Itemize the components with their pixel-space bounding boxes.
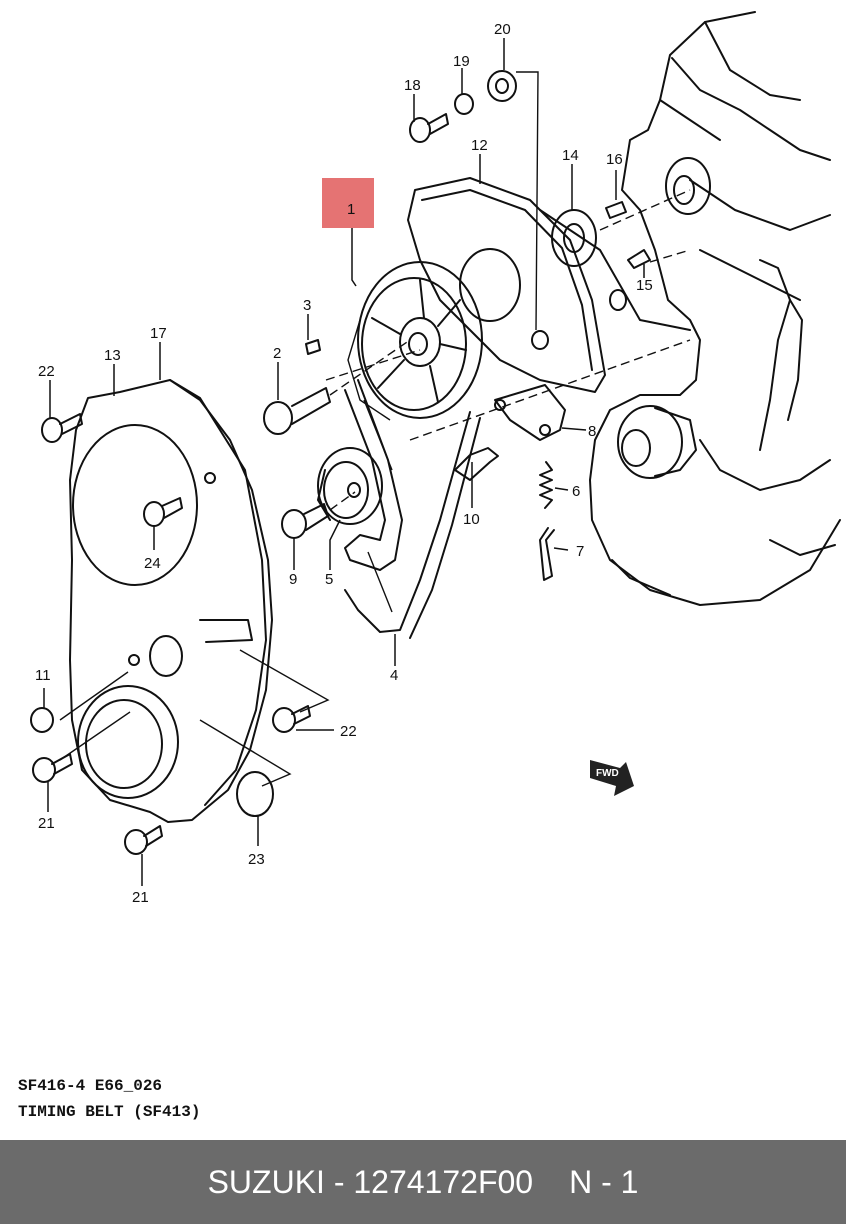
inner-cover-drawing xyxy=(407,177,691,393)
diagram-reference-code: SF416-4 E66_026 xyxy=(18,1077,163,1095)
callout-12: 12 xyxy=(471,137,488,154)
footer-page-indicator: N - 1 xyxy=(569,1163,639,1200)
engine-block-drawing xyxy=(589,11,841,606)
camshaft-pulley-drawing xyxy=(347,261,483,421)
callout-19: 19 xyxy=(453,53,470,70)
leader-lines xyxy=(43,38,645,886)
callout-18: 18 xyxy=(404,77,421,94)
part-number-footer: SUZUKI - 1274172F00 N - 1 xyxy=(0,1140,846,1224)
callout-21-left: 21 xyxy=(38,815,55,832)
callout-21-bottom: 21 xyxy=(132,889,149,906)
callout-22-right: 22 xyxy=(340,723,357,740)
callout-7: 7 xyxy=(576,543,584,560)
callout-22-top: 22 xyxy=(38,363,55,380)
exploded-parts-diagram: FWD 1 2 3 4 5 6 xyxy=(30,11,841,906)
callout-15: 15 xyxy=(636,277,653,294)
callout-8: 8 xyxy=(588,423,596,440)
callout-20: 20 xyxy=(494,21,511,38)
callout-24: 24 xyxy=(144,555,161,572)
callout-3: 3 xyxy=(303,297,311,314)
highlight-box-part-1 xyxy=(322,178,374,228)
callout-17: 17 xyxy=(150,325,167,342)
callout-11: 11 xyxy=(35,667,51,684)
callout-2: 2 xyxy=(273,345,281,362)
callout-10: 10 xyxy=(463,511,480,528)
callout-16: 16 xyxy=(606,151,623,168)
callout-labels: 1 2 3 4 5 6 7 8 9 10 11 12 13 14 15 16 1… xyxy=(35,21,653,906)
callout-5: 5 xyxy=(325,571,333,588)
diagram-reference-title: TIMING BELT (SF413) xyxy=(18,1103,201,1121)
tensioner-pulley-drawing xyxy=(317,447,383,525)
callout-13: 13 xyxy=(104,347,121,364)
callout-1: 1 xyxy=(347,201,355,218)
callout-6: 6 xyxy=(572,483,580,500)
outer-cover-drawing xyxy=(69,379,274,823)
callout-4: 4 xyxy=(390,667,398,684)
callout-9: 9 xyxy=(289,571,297,588)
callout-23: 23 xyxy=(248,851,265,868)
svg-text:FWD: FWD xyxy=(596,768,619,779)
timing-belt-drawing xyxy=(344,379,481,639)
tensioner-hardware-drawing xyxy=(454,384,566,581)
callout-14: 14 xyxy=(562,147,579,164)
footer-brand-part-number: SUZUKI - 1274172F00 xyxy=(207,1163,534,1200)
fwd-arrow-icon: FWD xyxy=(590,760,634,796)
assembly-lines-drawing xyxy=(59,71,691,787)
